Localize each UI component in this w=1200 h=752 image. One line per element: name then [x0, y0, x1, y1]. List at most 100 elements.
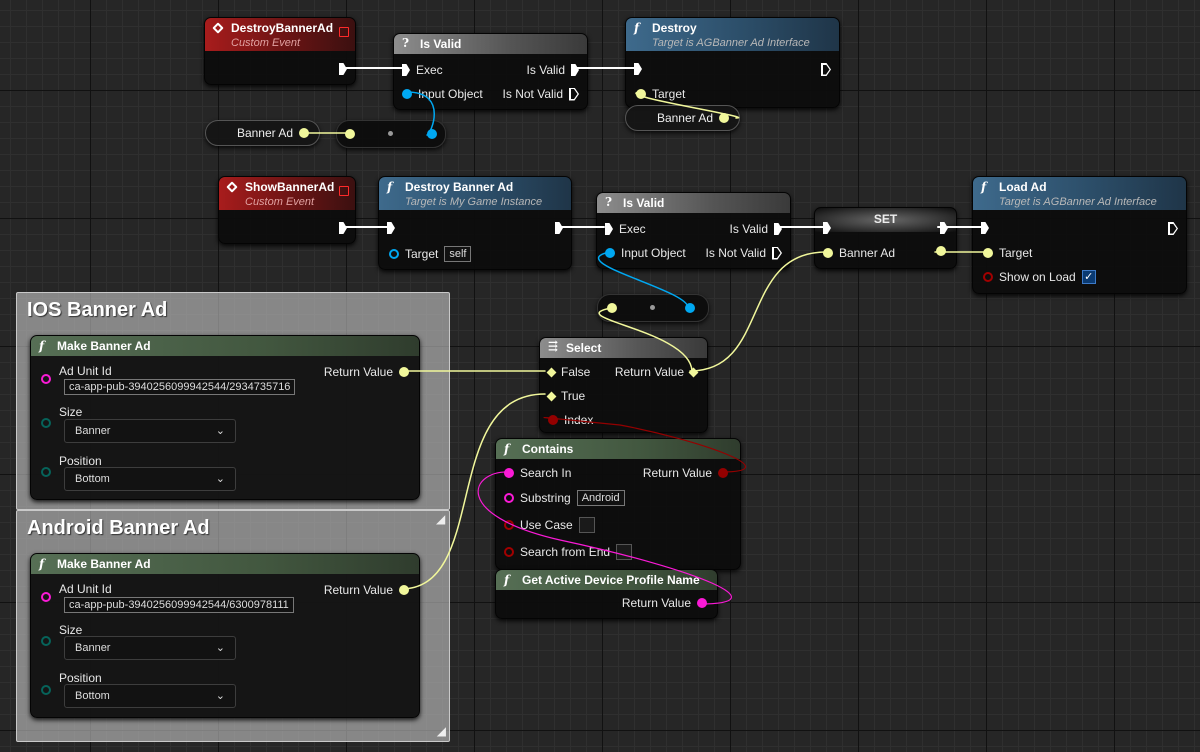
bool-pin-hollow-icon [504, 520, 514, 530]
exec-out-pin[interactable] [339, 222, 347, 234]
struct-pin-icon[interactable] [345, 129, 355, 139]
return-value-pin[interactable]: Return Value [622, 596, 707, 610]
use-case-checkbox[interactable] [578, 517, 595, 533]
pin-label: Return Value [323, 583, 393, 597]
struct-pin-icon [823, 248, 833, 258]
string-pin-hollow-icon[interactable] [41, 374, 51, 384]
return-value-pin[interactable]: Return Value [615, 365, 699, 379]
delegate-pin-icon[interactable] [339, 27, 349, 37]
variable-node-banner-ad[interactable]: Banner Ad [625, 105, 740, 131]
function-f-icon: f [981, 180, 987, 194]
size-dropdown[interactable]: Banner⌄ [64, 636, 236, 660]
use-case-pin[interactable]: Use Case [504, 517, 595, 533]
string-pin-hollow-icon[interactable] [41, 592, 51, 602]
exec-in-pin[interactable] [387, 222, 395, 234]
bool-pin-icon [718, 468, 728, 478]
position-value: Bottom [75, 690, 110, 702]
exec-out-pin[interactable] [1168, 222, 1178, 235]
size-dropdown[interactable]: Banner⌄ [64, 419, 236, 443]
true-pin[interactable]: True [546, 389, 585, 403]
set-variable-node[interactable]: SET Banner Ad [814, 207, 957, 269]
ad-unit-id-input[interactable]: ca-app-pub-3940256099942544/2934735716 [64, 379, 296, 395]
node-header: f Make Banner Ad [31, 554, 419, 574]
show-on-load-pin[interactable]: Show on Load✓ [983, 270, 1096, 284]
is-valid-out-pin[interactable]: Is Valid [730, 222, 782, 236]
exec-pin-icon [339, 222, 347, 234]
exec-in-pin[interactable] [634, 63, 642, 75]
make-banner-ad-node-android[interactable]: f Make Banner Ad Ad Unit Id ca-app-pub-3… [30, 553, 420, 718]
pin-label: Target [652, 87, 686, 101]
struct-pin-icon[interactable] [719, 113, 729, 123]
object-pin-icon[interactable] [685, 303, 695, 313]
input-object-pin[interactable]: Input Object [605, 246, 686, 260]
return-value-pin[interactable]: Return Value [324, 365, 409, 379]
substring-input[interactable]: Android [576, 490, 625, 506]
target-pin[interactable]: Target [636, 87, 685, 101]
is-valid-node-2[interactable]: ? Is Valid Exec Input Object Is Valid Is… [596, 192, 791, 269]
string-pin-hollow-icon [504, 493, 514, 503]
is-not-valid-out-pin[interactable]: Is Not Valid [706, 246, 782, 260]
ad-unit-id-input[interactable]: ca-app-pub-3940256099942544/6300978111 [64, 597, 294, 613]
exec-in-pin[interactable]: Exec [402, 63, 443, 77]
function-node-destroy[interactable]: f Destroy Target is AGBanner Ad Interfac… [625, 17, 840, 108]
pin-label: Is Valid [526, 63, 565, 77]
enum-pin-hollow-icon[interactable] [41, 467, 51, 477]
input-object-pin[interactable]: Input Object [402, 87, 483, 101]
position-dropdown[interactable]: Bottom⌄ [64, 467, 236, 491]
search-in-pin[interactable]: Search In [504, 466, 571, 480]
return-value-pin[interactable]: Return Value [324, 583, 409, 597]
reroute-dot-icon [388, 131, 393, 136]
exec-pin-icon [774, 223, 782, 235]
enum-pin-hollow-icon[interactable] [41, 418, 51, 428]
show-on-load-checkbox[interactable]: ✓ [1081, 270, 1096, 284]
variable-node-banner-ad[interactable]: Banner Ad [205, 120, 320, 146]
self-value-box[interactable]: self [444, 246, 472, 262]
is-not-valid-out-pin[interactable]: Is Not Valid [503, 87, 579, 101]
resize-grip-icon[interactable]: ◢ [436, 512, 446, 526]
exec-in-pin[interactable]: Exec [605, 222, 646, 236]
search-from-end-checkbox[interactable] [616, 544, 633, 560]
node-subtitle: Custom Event [245, 196, 315, 208]
index-pin[interactable]: Index [548, 413, 593, 427]
resize-grip-icon[interactable]: ◢ [436, 724, 446, 738]
exec-out-pin[interactable] [339, 63, 347, 75]
banner-ad-in-pin[interactable]: Banner Ad [823, 246, 895, 260]
pin-label: Is Valid [729, 222, 768, 236]
is-valid-node-1[interactable]: ? Is Valid Exec Input Object Is Valid Is… [393, 33, 588, 110]
exec-in-pin[interactable] [981, 222, 989, 234]
function-node-load-ad[interactable]: f Load Ad Target is AGBanner Ad Interfac… [972, 176, 1187, 294]
wildcard-pin-icon [546, 367, 557, 377]
exec-in-pin[interactable] [823, 222, 831, 234]
position-dropdown[interactable]: Bottom⌄ [64, 684, 236, 708]
exec-out-pin[interactable] [940, 222, 948, 234]
search-from-end-pin[interactable]: Search from End [504, 544, 633, 560]
event-node-show-banner-ad[interactable]: ShowBannerAd Custom Event [218, 176, 356, 244]
enum-pin-hollow-icon[interactable] [41, 636, 51, 646]
enum-pin-hollow-icon[interactable] [41, 685, 51, 695]
banner-ad-out-pin[interactable] [936, 246, 946, 256]
function-node-destroy-banner-ad[interactable]: f Destroy Banner Ad Target is My Game In… [378, 176, 572, 270]
exec-out-pin[interactable] [821, 63, 831, 76]
return-value-pin[interactable]: Return Value [643, 466, 728, 480]
delegate-pin-icon[interactable] [339, 186, 349, 196]
false-pin[interactable]: False [546, 365, 590, 379]
get-active-device-profile-name-node[interactable]: f Get Active Device Profile Name Return … [495, 569, 718, 619]
reroute-node[interactable] [597, 294, 709, 322]
ad-unit-id-label: Ad Unit Id [59, 364, 112, 378]
node-title: Contains [522, 442, 574, 456]
struct-pin-icon[interactable] [607, 303, 617, 313]
exec-out-pin[interactable] [555, 222, 563, 234]
select-node[interactable]: ⇶ Select False True Index Return Value [539, 337, 708, 433]
is-valid-out-pin[interactable]: Is Valid [527, 63, 579, 77]
event-node-destroy-banner-ad[interactable]: DestroyBannerAd Custom Event [204, 17, 356, 85]
target-pin[interactable]: Target [983, 246, 1032, 260]
struct-pin-icon[interactable] [299, 128, 309, 138]
function-f-icon: f [504, 442, 510, 456]
object-pin-icon[interactable] [427, 129, 437, 139]
make-banner-ad-node-ios[interactable]: f Make Banner Ad Ad Unit Id ca-app-pub-3… [30, 335, 420, 500]
reroute-node[interactable] [336, 120, 446, 148]
node-title: Destroy Banner Ad [405, 180, 514, 194]
